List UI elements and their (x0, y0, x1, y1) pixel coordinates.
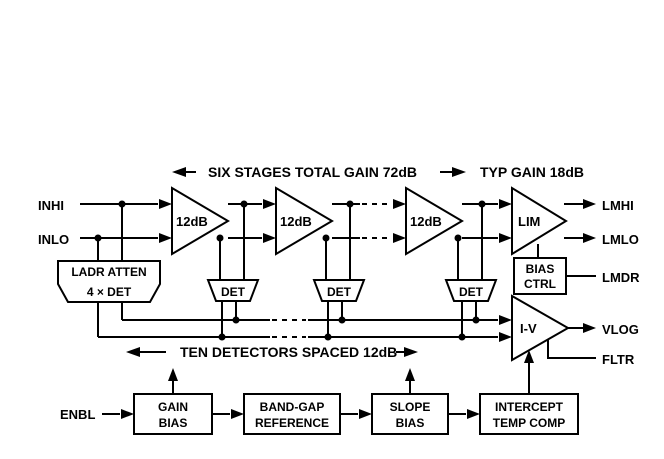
pin-lmdr: LMDR (602, 270, 640, 285)
junction-dot (218, 333, 226, 341)
pin-enbl: ENBL (60, 407, 95, 422)
detector-2-label: DET (327, 285, 352, 299)
junction-dot (94, 234, 102, 242)
junction-dot (322, 234, 330, 242)
junction-dot (346, 200, 354, 208)
vlog-arrow (583, 323, 596, 333)
junction-dot (216, 234, 224, 242)
inhi-arrow (159, 199, 172, 209)
gain-stage-3-label: 12dB (410, 214, 442, 229)
lim-bot-arrow (499, 233, 512, 243)
gain-stage-2-label: 12dB (280, 214, 312, 229)
inlo-arrow (159, 233, 172, 243)
gain-bias-line2: BIAS (159, 416, 188, 430)
lim-top-arrow (499, 199, 512, 209)
bandgap-in-arrow (231, 409, 244, 419)
junction-dot (118, 200, 126, 208)
pin-fltr: FLTR (602, 352, 635, 367)
enbl-arrow (121, 409, 134, 419)
amp2-top-arrow (263, 199, 276, 209)
slope-in-arrow (359, 409, 372, 419)
pin-inlo: INLO (38, 232, 69, 247)
band-gap-block (243, 393, 341, 435)
junction-dot (454, 234, 462, 242)
band-gap-line2: REFERENCE (255, 416, 329, 430)
ten-det-arrow-right (404, 347, 418, 357)
slope-bias-line1: SLOPE (390, 400, 431, 414)
intercept-line2: TEMP COMP (493, 416, 565, 430)
typ-gain-label: TYP GAIN 18dB (480, 164, 584, 180)
gain-stage-2 (275, 186, 334, 256)
amp2-bot-arrow (263, 233, 276, 243)
ladder-line1: LADR ATTEN (71, 265, 146, 279)
slope-bias-block (371, 393, 449, 435)
gain-bias-block (133, 393, 213, 435)
junction-dot (240, 200, 248, 208)
six-stages-arrow-left (172, 167, 186, 177)
detector-3 (444, 279, 498, 302)
bias-ctrl-line2: CTRL (524, 277, 556, 291)
junction-dot (458, 333, 466, 341)
iv-amp (511, 294, 571, 362)
gain-bias-line1: GAIN (158, 400, 188, 414)
pin-lmlo: LMLO (602, 232, 639, 247)
intercept-up-arrow (524, 350, 534, 363)
six-stages-label: SIX STAGES TOTAL GAIN 72dB (208, 164, 417, 180)
limiter-label: LIM (518, 214, 540, 229)
lmhi-arrow (583, 199, 596, 209)
ladder-line2: 4 × DET (87, 285, 132, 299)
detector-1 (206, 279, 260, 302)
pin-vlog: VLOG (602, 322, 639, 337)
gain-stage-3 (405, 186, 464, 256)
iv-label: I-V (520, 321, 537, 336)
intercept-in-arrow (467, 409, 480, 419)
bias-ctrl-block (513, 257, 567, 295)
ten-detectors-label: TEN DETECTORS SPACED 12dB (180, 344, 397, 360)
bus-upper-arrow (499, 315, 512, 325)
amp3-top-arrow (393, 199, 406, 209)
detector-1-label: DET (221, 285, 246, 299)
gain-bias-up-arrow (168, 368, 178, 381)
ten-det-arrow-left (126, 347, 140, 357)
lmlo-arrow (583, 233, 596, 243)
junction-dot (324, 333, 332, 341)
junction-dot (472, 316, 480, 324)
pin-lmhi: LMHI (602, 198, 634, 213)
limiter-amp (511, 186, 568, 256)
six-stages-arrow-right (452, 167, 466, 177)
detector-3-label: DET (459, 285, 484, 299)
pin-inhi: INHI (38, 198, 64, 213)
junction-dot (338, 316, 346, 324)
junction-dot (478, 200, 486, 208)
slope-bias-up-arrow (405, 368, 415, 381)
bus-lower-arrow (499, 332, 512, 342)
bias-ctrl-line1: BIAS (526, 262, 555, 276)
junction-dot (232, 316, 240, 324)
band-gap-line1: BAND-GAP (260, 400, 325, 414)
amp3-bot-arrow (393, 233, 406, 243)
gain-stage-1-label: 12dB (176, 214, 208, 229)
fltr-line (547, 340, 596, 359)
gain-stage-1 (171, 186, 230, 256)
slope-bias-line2: BIAS (396, 416, 425, 430)
intercept-block (479, 393, 579, 435)
ladder-atten-block (57, 260, 161, 303)
detector-2 (312, 279, 366, 302)
intercept-line1: INTERCEPT (495, 400, 564, 414)
